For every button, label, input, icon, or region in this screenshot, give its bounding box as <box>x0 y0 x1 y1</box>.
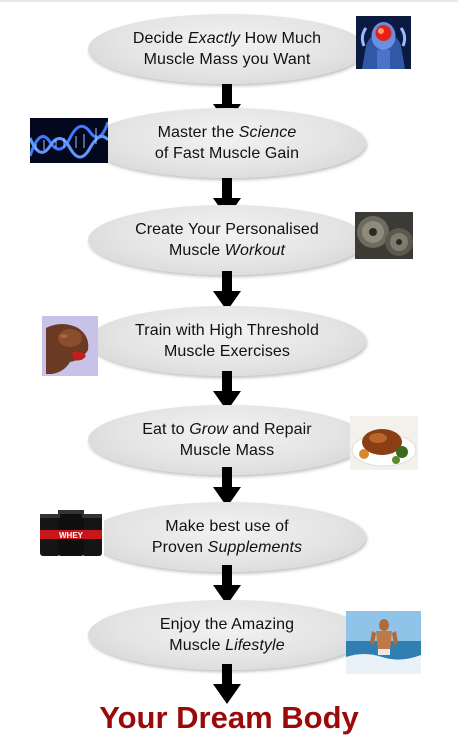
step-1-line1-em: Exactly <box>187 30 241 47</box>
step-5-line1-em: Grow <box>189 421 228 438</box>
step-3-text: Create Your Personalised Muscle Workout <box>135 219 319 261</box>
step-2-line1-em: Science <box>238 124 297 141</box>
step-5-line1-a: Eat to <box>142 421 190 438</box>
step-4-text: Train with High Threshold Muscle Exercis… <box>135 320 319 362</box>
step-6-line2-a: Proven <box>151 539 208 556</box>
step-2-line2: of Fast Muscle Gain <box>154 145 300 162</box>
step-4-line1: Train with High Threshold <box>135 322 319 339</box>
step-7-line2-em: Lifestyle <box>225 637 285 654</box>
beach-man-image <box>346 611 421 674</box>
step-7-line1: Enjoy the Amazing <box>159 616 295 633</box>
step-7-text: Enjoy the Amazing Muscle Lifestyle <box>160 614 294 656</box>
step-6-line2-em: Supplements <box>207 539 303 556</box>
step-5-line1-b: and Repair <box>227 421 312 438</box>
arrow-down-icon <box>213 565 241 605</box>
step-3-workout: Create Your Personalised Muscle Workout <box>88 205 366 275</box>
dna-helix-image <box>30 118 108 163</box>
step-6-text: Make best use of Proven Supplements <box>152 516 302 558</box>
step-1-decide: Decide Exactly How Much Muscle Mass you … <box>88 14 366 84</box>
roast-dinner-image <box>350 416 418 470</box>
step-1-line2: Muscle Mass you Want <box>143 51 311 68</box>
step-5-eat: Eat to Grow and Repair Muscle Mass <box>88 405 366 475</box>
step-7-line2-a: Muscle <box>169 637 226 654</box>
step-1-line1-b: How Much <box>240 30 322 47</box>
whey-label: WHEY <box>59 531 84 540</box>
step-3-line1: Create Your Personalised <box>135 221 319 238</box>
step-6-line1: Make best use of <box>165 518 289 535</box>
step-2-line1-a: Master the <box>157 124 239 141</box>
dream-body-title: Your Dream Body <box>99 700 359 735</box>
arrow-down-icon <box>213 271 241 311</box>
step-3-line2-em: Workout <box>224 242 286 259</box>
step-6-supplements: Make best use of Proven Supplements <box>88 502 366 572</box>
weight-plates-image <box>355 212 413 259</box>
arrow-down-icon <box>213 664 241 704</box>
whey-tubs-image: WHEY <box>38 508 104 558</box>
step-2-text: Master the Science of Fast Muscle Gain <box>155 122 299 164</box>
arrow-down-icon <box>213 467 241 507</box>
step-2-science: Master the Science of Fast Muscle Gain <box>88 108 366 178</box>
arrow-down-icon <box>213 371 241 411</box>
step-5-line2: Muscle Mass <box>179 442 275 459</box>
flexing-arm-image <box>42 316 98 376</box>
step-4-train: Train with High Threshold Muscle Exercis… <box>88 306 366 376</box>
step-7-lifestyle: Enjoy the Amazing Muscle Lifestyle <box>88 600 366 670</box>
step-5-text: Eat to Grow and Repair Muscle Mass <box>142 419 311 461</box>
step-4-line2: Muscle Exercises <box>163 343 291 360</box>
step-1-line1-a: Decide <box>132 30 188 47</box>
top-divider <box>0 0 458 2</box>
brain-scan-image <box>356 16 411 69</box>
step-3-line2-a: Muscle <box>168 242 225 259</box>
step-1-text: Decide Exactly How Much Muscle Mass you … <box>133 28 321 70</box>
